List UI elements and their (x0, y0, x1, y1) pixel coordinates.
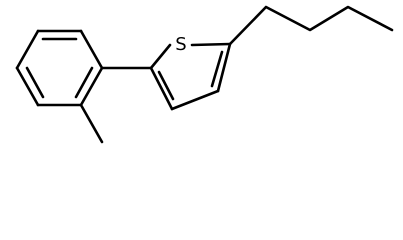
structure-canvas: S (15, 5, 394, 144)
sulfur-atom-label: S (175, 34, 186, 55)
bond-benzene-3 (15, 29, 40, 70)
bond-benzene-double-2 (25, 66, 45, 99)
bond-thiophene-s-c5 (190, 42, 232, 47)
bond-thiophene-double-2 (157, 70, 175, 101)
bond-thiophene-c2-s (149, 43, 172, 70)
bond-benzene-double-3 (74, 66, 94, 99)
thiophene-ring (149, 42, 232, 111)
bond-thiophene-c4-c3 (170, 89, 220, 111)
bond-thiophene-double-1 (210, 50, 224, 88)
bond-thiophene-c5-c4 (216, 42, 232, 93)
bond-benzene-4 (15, 66, 40, 107)
methyl-group (79, 103, 104, 144)
butyl-chain (228, 5, 394, 46)
bond-thiophene-c3-c2 (149, 66, 174, 111)
bond-benzene-1 (79, 29, 104, 70)
molecule-drawing: S (15, 5, 394, 144)
benzene-ring (15, 29, 104, 107)
bond-butyl (228, 5, 394, 46)
bond-benzene-6 (79, 66, 104, 107)
bond-methyl (79, 103, 104, 144)
